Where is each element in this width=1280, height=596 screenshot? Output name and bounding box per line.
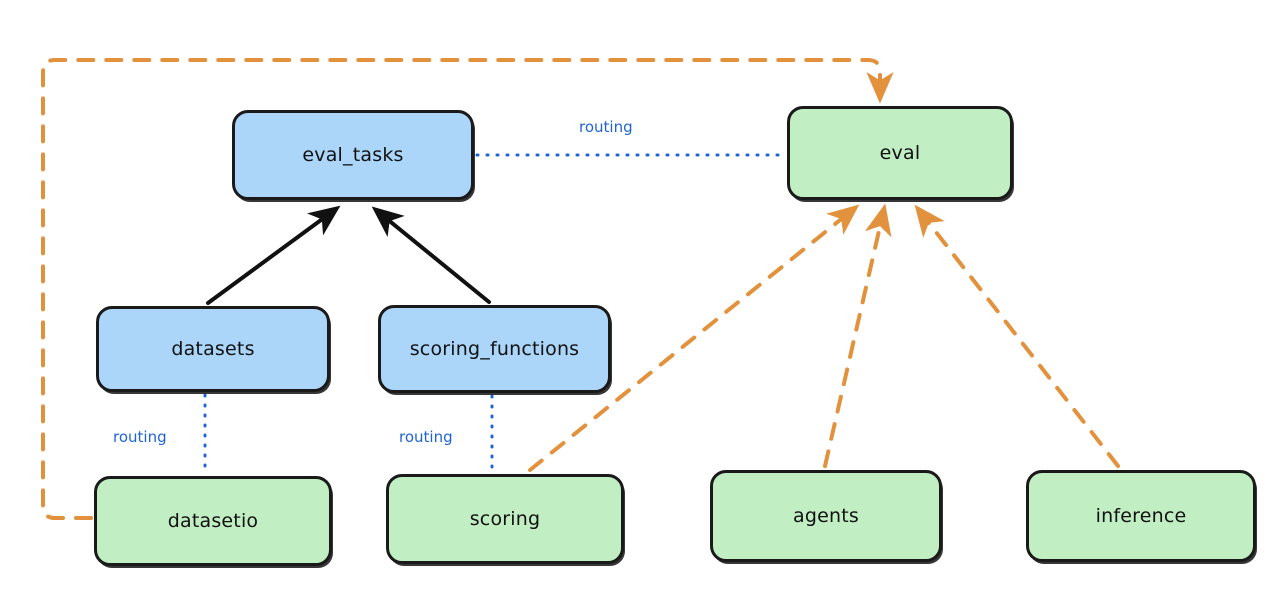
node-agents[interactable]: agents xyxy=(710,470,942,562)
node-eval-tasks-label: eval_tasks xyxy=(302,144,404,166)
edge-label-routing-scoring: routing xyxy=(399,428,453,446)
node-scoring-functions[interactable]: scoring_functions xyxy=(378,305,611,393)
edge-label-routing-eval: routing xyxy=(579,118,633,136)
edge-datasetio-to-eval xyxy=(41,58,894,520)
node-datasetio[interactable]: datasetio xyxy=(94,476,332,566)
edge-scoring-functions-to-eval-tasks xyxy=(371,206,491,304)
node-scoring-label: scoring xyxy=(469,508,541,530)
node-eval-label: eval xyxy=(879,142,921,164)
node-datasets[interactable]: datasets xyxy=(96,306,330,392)
node-eval-tasks[interactable]: eval_tasks xyxy=(232,110,474,200)
node-datasetio-label: datasetio xyxy=(167,510,259,532)
edge-label-routing-datasetio: routing xyxy=(113,428,167,446)
edge-datasets-to-eval-tasks xyxy=(206,205,341,305)
node-inference[interactable]: inference xyxy=(1026,470,1256,562)
node-inference-label: inference xyxy=(1095,505,1187,527)
edge-inference-to-eval xyxy=(914,204,1120,468)
edge-agents-to-eval xyxy=(823,203,892,468)
node-datasets-label: datasets xyxy=(171,338,255,360)
edge-scoring-to-eval xyxy=(528,204,860,472)
node-scoring[interactable]: scoring xyxy=(386,474,624,564)
node-eval[interactable]: eval xyxy=(787,106,1013,200)
node-scoring-functions-label: scoring_functions xyxy=(409,338,580,360)
node-agents-label: agents xyxy=(793,505,859,527)
